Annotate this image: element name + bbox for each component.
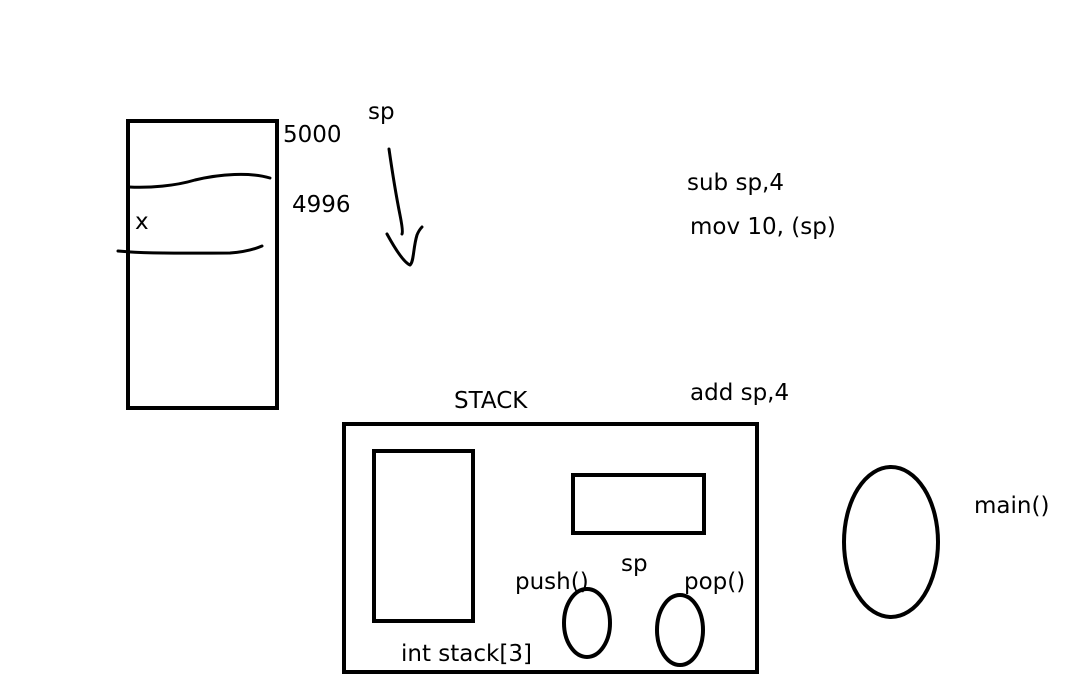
variable-x: x bbox=[135, 209, 149, 235]
sp-register-box bbox=[571, 473, 706, 535]
memory-divider-top bbox=[127, 172, 272, 189]
sp-register-label: sp bbox=[621, 551, 648, 577]
pop-function-circle bbox=[655, 593, 705, 667]
address-4996: 4996 bbox=[292, 192, 351, 218]
stack-title: STACK bbox=[454, 388, 528, 414]
asm-line-sub: sub sp,4 bbox=[687, 170, 784, 196]
asm-line-mov: mov 10, (sp) bbox=[690, 214, 836, 240]
stack-module-box bbox=[342, 422, 759, 674]
sp-pointer-label: sp bbox=[368, 99, 395, 125]
pop-label: pop() bbox=[684, 569, 745, 595]
asm-line-add: add sp,4 bbox=[690, 380, 789, 406]
address-5000: 5000 bbox=[283, 122, 342, 148]
main-label: main() bbox=[974, 493, 1049, 519]
memory-column bbox=[126, 119, 279, 410]
push-function-circle bbox=[562, 587, 612, 659]
stack-array-label: int stack[3] bbox=[401, 641, 532, 667]
main-function-circle bbox=[842, 465, 940, 619]
memory-divider-bottom bbox=[116, 244, 264, 255]
sp-down-arrow-icon bbox=[385, 147, 424, 267]
stack-array-box bbox=[372, 449, 475, 623]
